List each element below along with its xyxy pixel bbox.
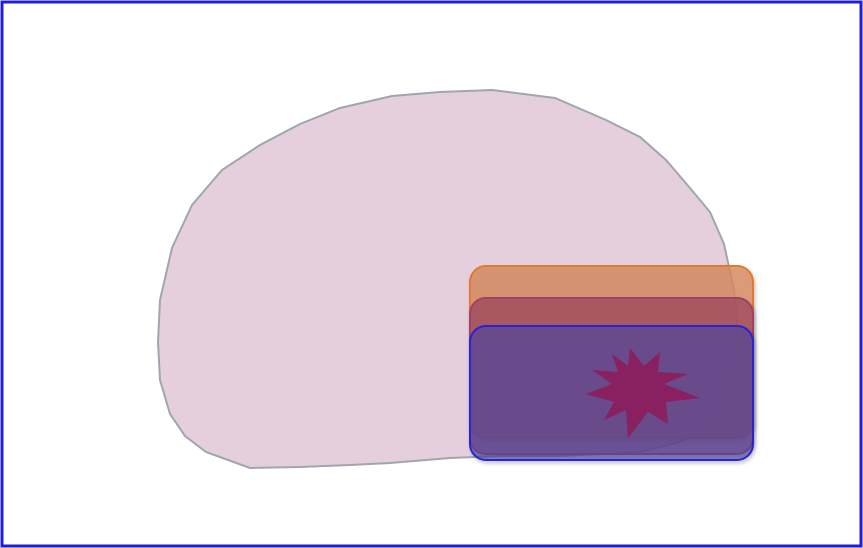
- brain-lesion-diagram: [0, 0, 863, 548]
- diagram-canvas: [0, 0, 863, 548]
